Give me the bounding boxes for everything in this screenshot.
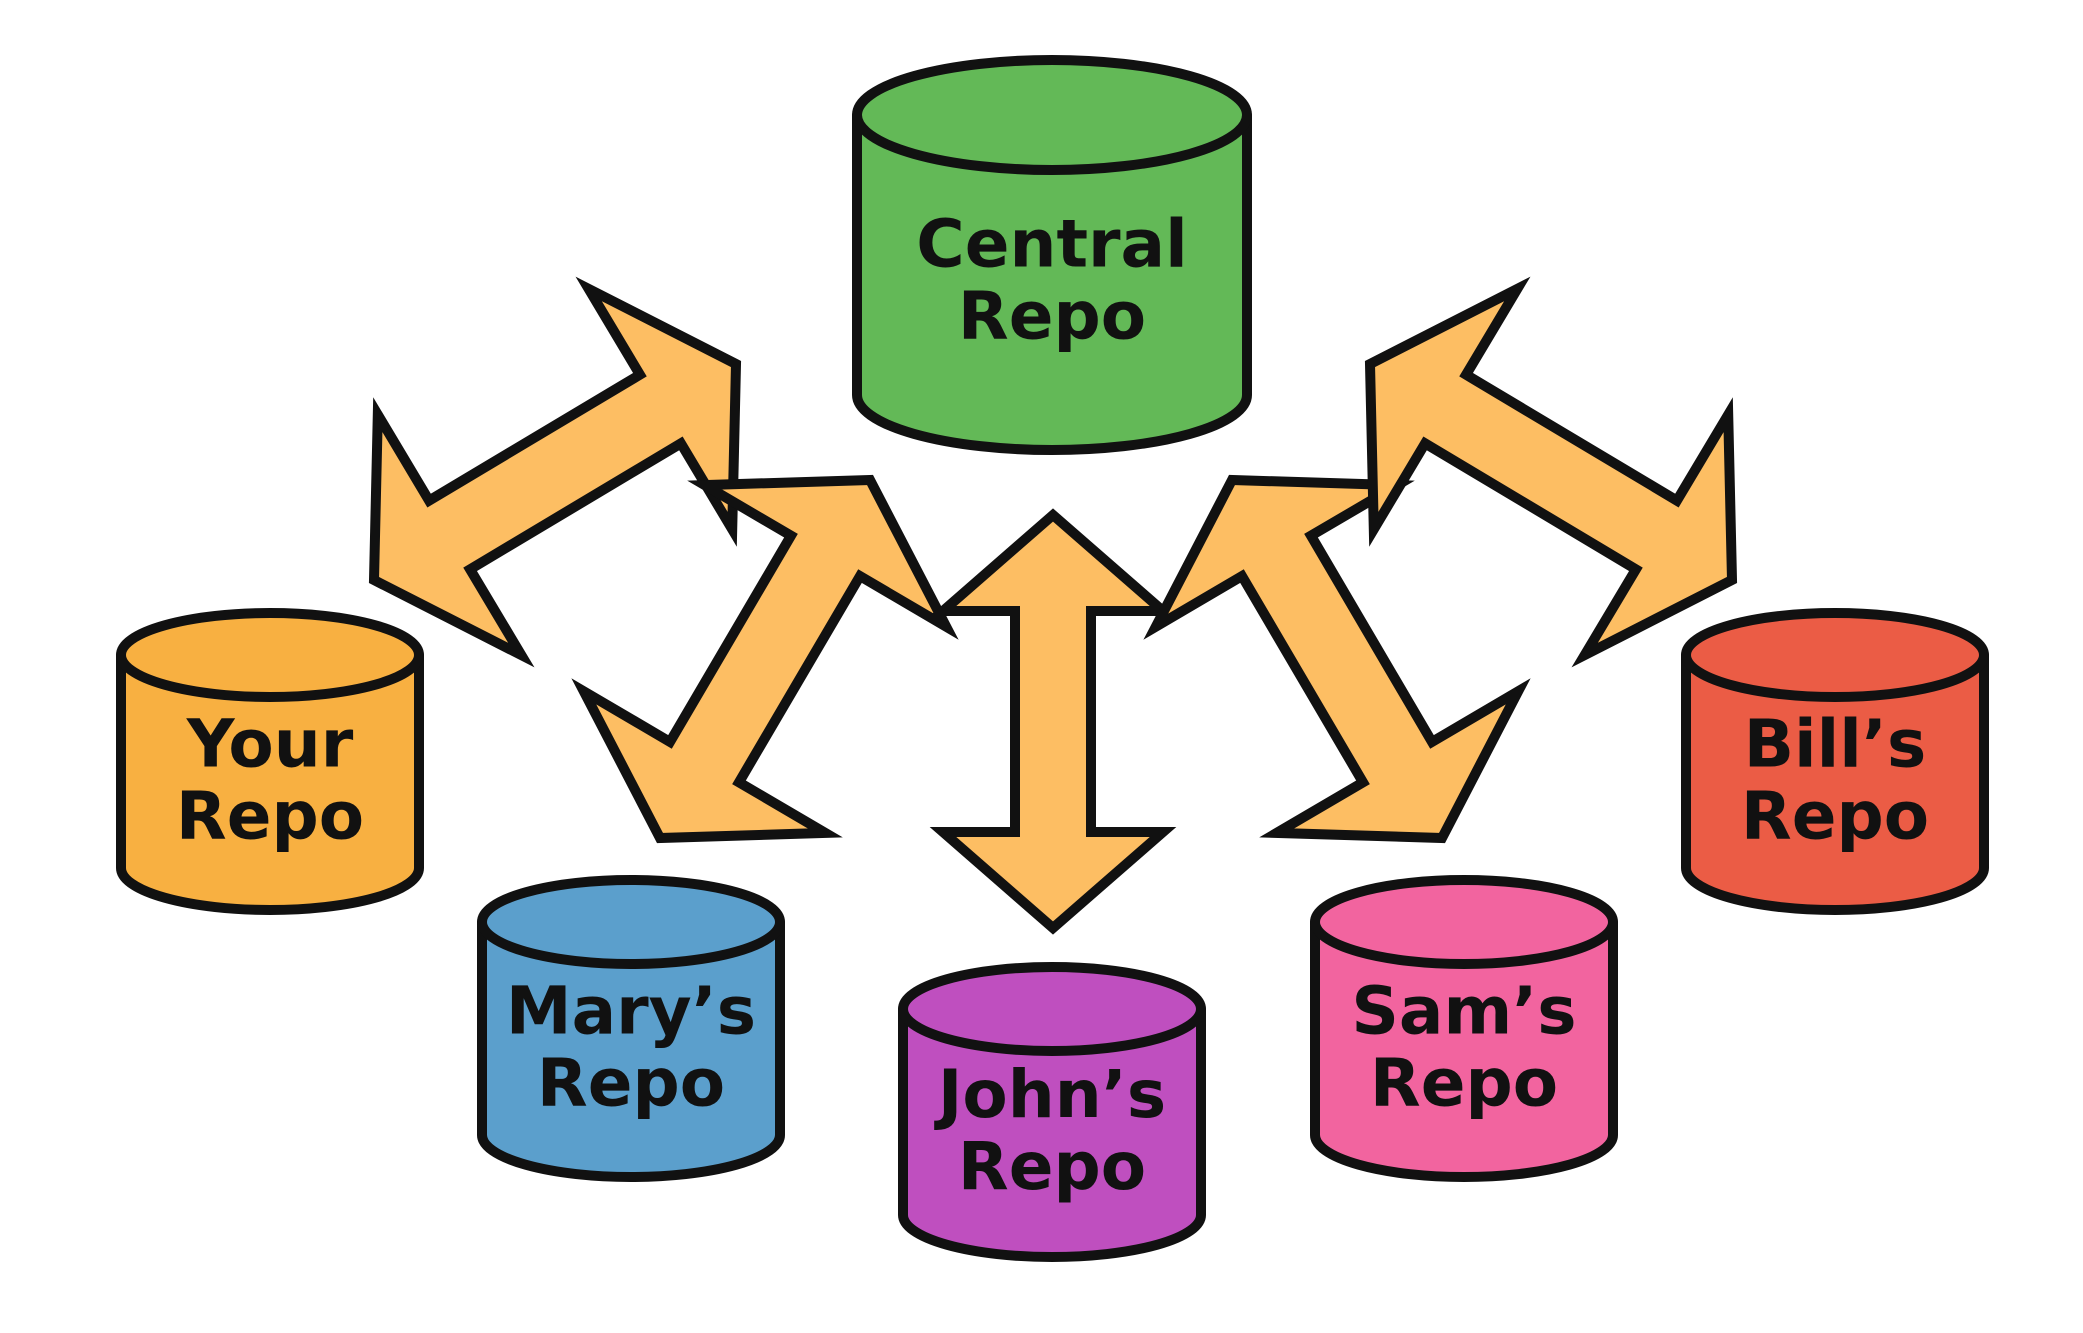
arrow-central-sam xyxy=(1143,474,1531,844)
arrow-central-bill xyxy=(1364,276,1738,668)
repo-label-line2: Repo xyxy=(1741,778,1929,855)
cylinder-body xyxy=(116,650,424,915)
repo-label-line1: John’s xyxy=(934,1056,1166,1133)
repo-label-line1: Central xyxy=(916,206,1187,283)
cylinder-body xyxy=(477,917,785,1182)
cylinder-top xyxy=(852,55,1252,175)
cylinder-top xyxy=(898,962,1206,1056)
repo-label-line1: Mary’s xyxy=(506,973,756,1050)
repo-label-line1: Your xyxy=(186,706,354,783)
cylinder-top xyxy=(116,608,424,702)
arrows-layer xyxy=(368,276,1738,935)
repo-label-line2: Repo xyxy=(1370,1045,1558,1122)
cylinder-body xyxy=(1681,650,1989,915)
repo-label-line2: Repo xyxy=(176,778,364,855)
repo-label-line2: Repo xyxy=(537,1045,725,1122)
cylinder-top xyxy=(477,875,785,969)
arrow-central-mary xyxy=(571,474,959,844)
cylinder-body xyxy=(852,110,1252,455)
cylinder-body xyxy=(1310,917,1618,1182)
cylinder-body xyxy=(898,1004,1206,1262)
cylinder-top xyxy=(1310,875,1618,969)
repo-label-line2: Repo xyxy=(958,278,1146,355)
repo-label-line2: Repo xyxy=(958,1128,1146,1205)
repo-label-line1: Bill’s xyxy=(1744,706,1927,783)
cylinder-top xyxy=(1681,608,1989,702)
arrow-central-john xyxy=(929,508,1177,935)
repo-label-line1: Sam’s xyxy=(1351,973,1576,1050)
arrow-central-yours xyxy=(368,276,742,668)
